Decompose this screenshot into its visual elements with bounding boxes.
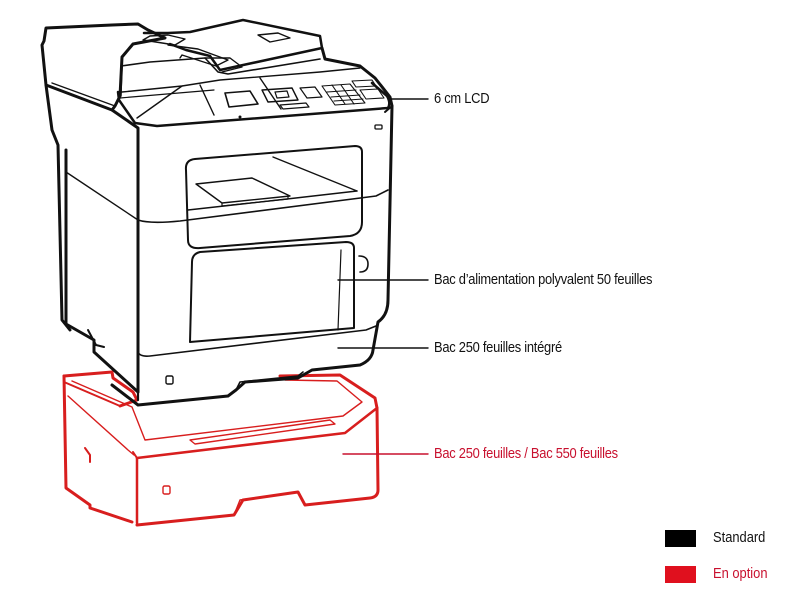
legend-swatch-standard — [665, 530, 696, 547]
callout-multipurpose-feeder: Bac d’alimentation polyvalent 50 feuille… — [434, 271, 653, 288]
callout-leaders — [337, 98, 429, 455]
callout-integrated-tray: Bac 250 feuilles intégré — [434, 339, 562, 356]
callout-lcd: 6 cm LCD — [434, 90, 490, 107]
printer-body-drawing — [40, 18, 394, 407]
legend-label-standard: Standard — [713, 529, 766, 546]
legend-swatch-optional — [665, 566, 696, 583]
legend-label-optional: En option — [713, 565, 768, 582]
optional-tray-drawing — [62, 370, 380, 527]
callout-optional-tray: Bac 250 feuilles / Bac 550 feuilles — [434, 445, 618, 462]
